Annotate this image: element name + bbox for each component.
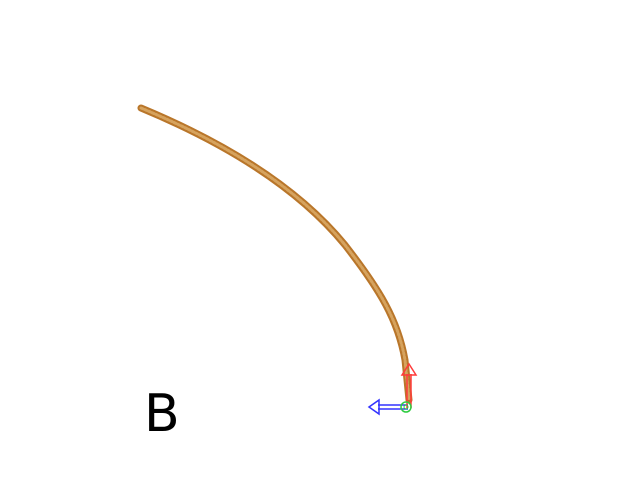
axis-gizmo[interactable] xyxy=(367,362,418,416)
rod-outer-stroke xyxy=(137,104,413,404)
rod-inner-stroke xyxy=(139,106,411,402)
flexible-rod-icon[interactable] xyxy=(137,104,413,404)
panel-label: B xyxy=(144,384,180,444)
blue-axis-arrow-icon[interactable] xyxy=(367,398,408,416)
green-axis-ring-icon[interactable] xyxy=(400,401,412,413)
